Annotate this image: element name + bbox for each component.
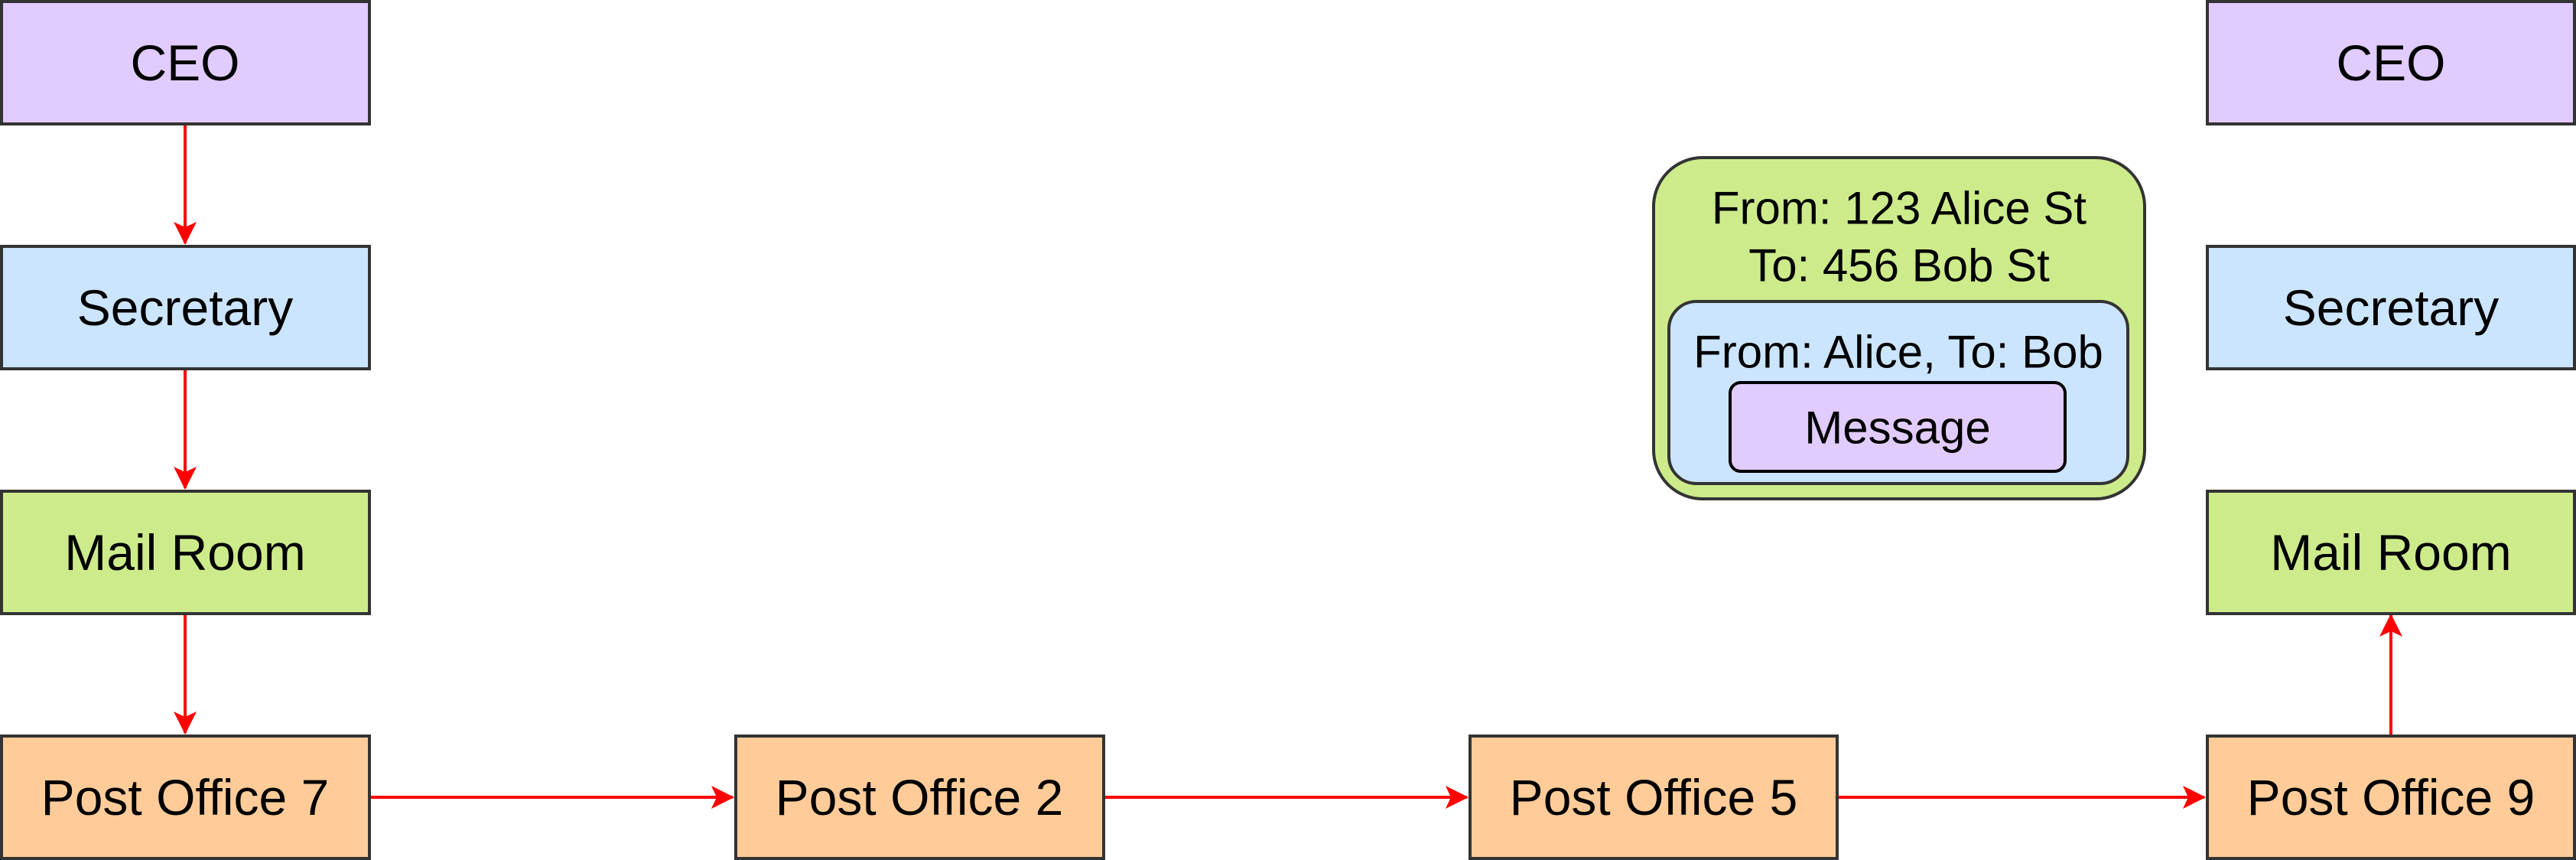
right-secretary-label: Secretary — [2283, 279, 2499, 336]
right-mail-room-label: Mail Room — [2270, 524, 2511, 581]
inner-envelope-label: From: Alice, To: Bob — [1693, 327, 2103, 378]
left-mail-room-label: Mail Room — [64, 524, 305, 581]
connectors — [174, 124, 2402, 809]
left-mail-room-node: Mail Room — [0, 490, 371, 615]
left-secretary-label: Secretary — [77, 279, 293, 336]
post-office-5-label: Post Office 5 — [1510, 769, 1798, 826]
outer-envelope-from: From: 123 Alice St — [1712, 183, 2087, 234]
message-box — [1729, 381, 2067, 473]
left-ceo-label: CEO — [130, 34, 239, 91]
post-office-7-label: Post Office 7 — [41, 769, 330, 826]
right-secretary-node: Secretary — [2206, 245, 2576, 370]
post-office-9-node: Post Office 9 — [2206, 735, 2576, 860]
post-office-5-node: Post Office 5 — [1469, 735, 1839, 860]
post-office-2-node: Post Office 2 — [734, 735, 1105, 860]
nested-envelope: From: 123 Alice St To: 456 Bob St From: … — [1652, 156, 2146, 500]
post-office-2-label: Post Office 2 — [776, 769, 1064, 826]
left-ceo-node: CEO — [0, 0, 371, 125]
message-label: Message — [1804, 402, 1990, 454]
right-mail-room-node: Mail Room — [2206, 490, 2576, 615]
post-office-9-label: Post Office 9 — [2247, 769, 2535, 826]
post-office-7-node: Post Office 7 — [0, 735, 371, 860]
outer-envelope-to: To: 456 Bob St — [1748, 240, 2050, 292]
right-ceo-label: CEO — [2336, 34, 2445, 91]
left-secretary-node: Secretary — [0, 245, 371, 370]
right-ceo-node: CEO — [2206, 0, 2576, 125]
